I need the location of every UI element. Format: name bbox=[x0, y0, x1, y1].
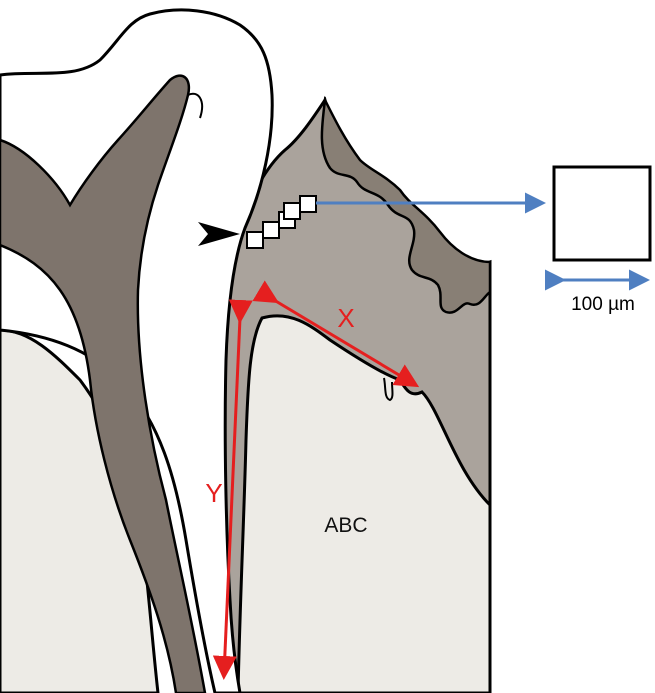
measure-y-label: Y bbox=[205, 478, 222, 508]
scale-label: 100 µm bbox=[571, 294, 635, 315]
sample-box bbox=[300, 196, 316, 212]
measure-x-label: X bbox=[337, 303, 354, 333]
region-label-abc: ABC bbox=[324, 514, 367, 537]
sample-box bbox=[263, 222, 279, 238]
sample-box bbox=[247, 232, 263, 248]
scale-box bbox=[554, 167, 650, 260]
sample-box bbox=[284, 203, 300, 219]
